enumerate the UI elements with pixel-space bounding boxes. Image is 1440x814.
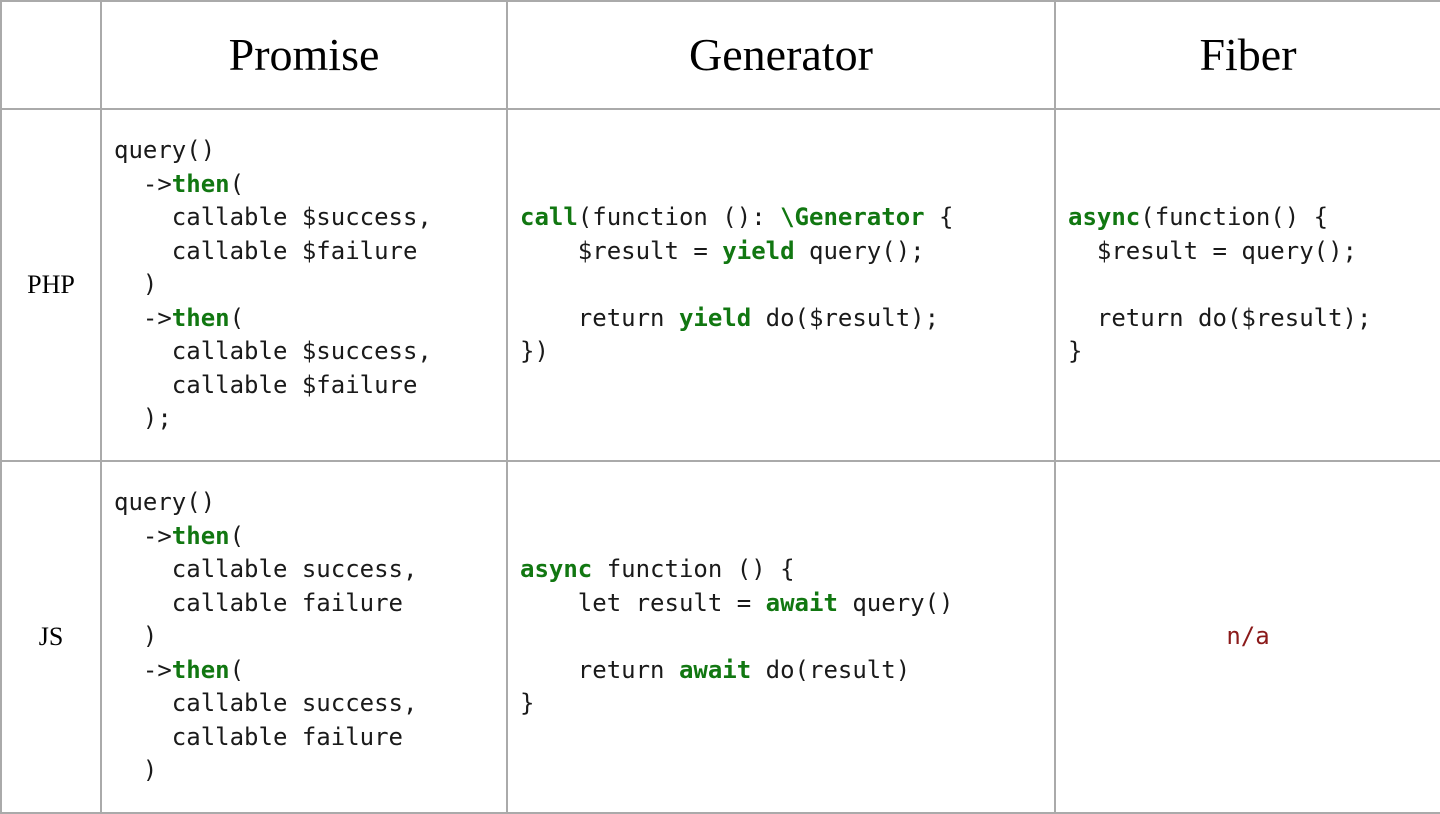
code-block-js-promise: query() ->then( callable success, callab… [114, 488, 418, 785]
column-header-fiber: Fiber [1054, 0, 1440, 110]
cell-js-generator: async function () { let result = await q… [506, 460, 1056, 814]
code-block-php-fiber: async(function() { $result = query(); re… [1068, 203, 1372, 366]
code-block-js-generator: async function () { let result = await q… [520, 555, 954, 718]
cell-js-promise: query() ->then( callable success, callab… [100, 460, 508, 814]
cell-php-fiber: async(function() { $result = query(); re… [1054, 108, 1440, 462]
table-header-row: Promise Generator Fiber [0, 0, 1440, 110]
table-row-js: JS query() ->then( callable success, cal… [0, 460, 1440, 814]
row-label-php: PHP [0, 108, 102, 462]
table-row-php: PHP query() ->then( callable $success, c… [0, 108, 1440, 462]
cell-php-generator: call(function (): \Generator { $result =… [506, 108, 1056, 462]
cell-js-fiber: n/a [1054, 460, 1440, 814]
table-corner-cell [0, 0, 102, 110]
cell-php-promise: query() ->then( callable $success, calla… [100, 108, 508, 462]
not-available-label: n/a [1226, 622, 1270, 651]
code-block-php-promise: query() ->then( callable $success, calla… [114, 136, 432, 433]
row-label-js: JS [0, 460, 102, 814]
column-header-promise: Promise [100, 0, 508, 110]
code-block-php-generator: call(function (): \Generator { $result =… [520, 203, 954, 366]
column-header-generator: Generator [506, 0, 1056, 110]
